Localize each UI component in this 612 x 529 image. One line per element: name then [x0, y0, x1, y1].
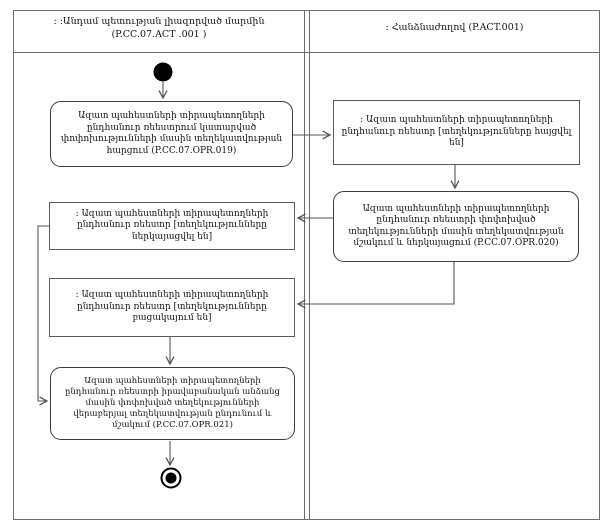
- object-node-registry-absent-label: : Ազատ պահեստների տիրապետողների ընդհանու…: [75, 290, 269, 324]
- swimlane-header-right: : Հանձնաժողով (P.ACT.001): [310, 21, 599, 34]
- object-node-registry-requested: : Ազատ պահեստների տիրապետողների ընդհանու…: [333, 100, 580, 165]
- swimlane-left-title: : :Անդամ պետության լիազորված մարմին: [53, 16, 265, 27]
- activity-node-opr019: Ազատ պահեստների տիրապետողների ընդհանուր …: [50, 101, 293, 167]
- object-node-registry-presented-label: : Ազատ պահեստների տիրապետողների ընդհանու…: [75, 208, 269, 242]
- flow-activity2-to-object3: [296, 262, 455, 309]
- activity-node-opr020: Ազատ պահեստների տիրապետողների ընդհանուր …: [333, 191, 579, 262]
- final-node-dot: [165, 472, 177, 484]
- object-node-registry-absent: : Ազատ պահեստների տիրապետողների ընդհանու…: [49, 278, 295, 337]
- activity-node-opr019-label: Ազատ պահեստների տիրապետողների ընդհանուր …: [60, 111, 283, 156]
- swimlane-frame: [13, 10, 600, 520]
- object-node-registry-requested-label: : Ազատ պահեստների տիրապետողների ընդհանու…: [341, 115, 572, 149]
- flow-object2-to-activity3: [37, 225, 49, 406]
- final-node-ring: [160, 467, 182, 489]
- swimlane-header-left: : :Անդամ պետության լիազորված մարմին (P.C…: [14, 15, 304, 41]
- activity-node-opr021: Ազատ պահեստների տիրապետողների ընդհանուր …: [50, 367, 295, 440]
- activity-node-opr021-label: Ազատ պահեստների տիրապետողների ընդհանուր …: [65, 376, 280, 430]
- object-node-registry-presented: : Ազատ պահեստների տիրապետողների ընդհանու…: [49, 202, 295, 250]
- swimlane-left-code: (P.CC.07.ACT .001 ): [111, 29, 207, 40]
- initial-node: [153, 62, 173, 82]
- swimlane-right-title: : Հանձնաժողով (P.ACT.001): [385, 22, 524, 33]
- activity-node-opr020-label: Ազատ պահեստների տիրապետողների ընդհանուր …: [348, 203, 564, 249]
